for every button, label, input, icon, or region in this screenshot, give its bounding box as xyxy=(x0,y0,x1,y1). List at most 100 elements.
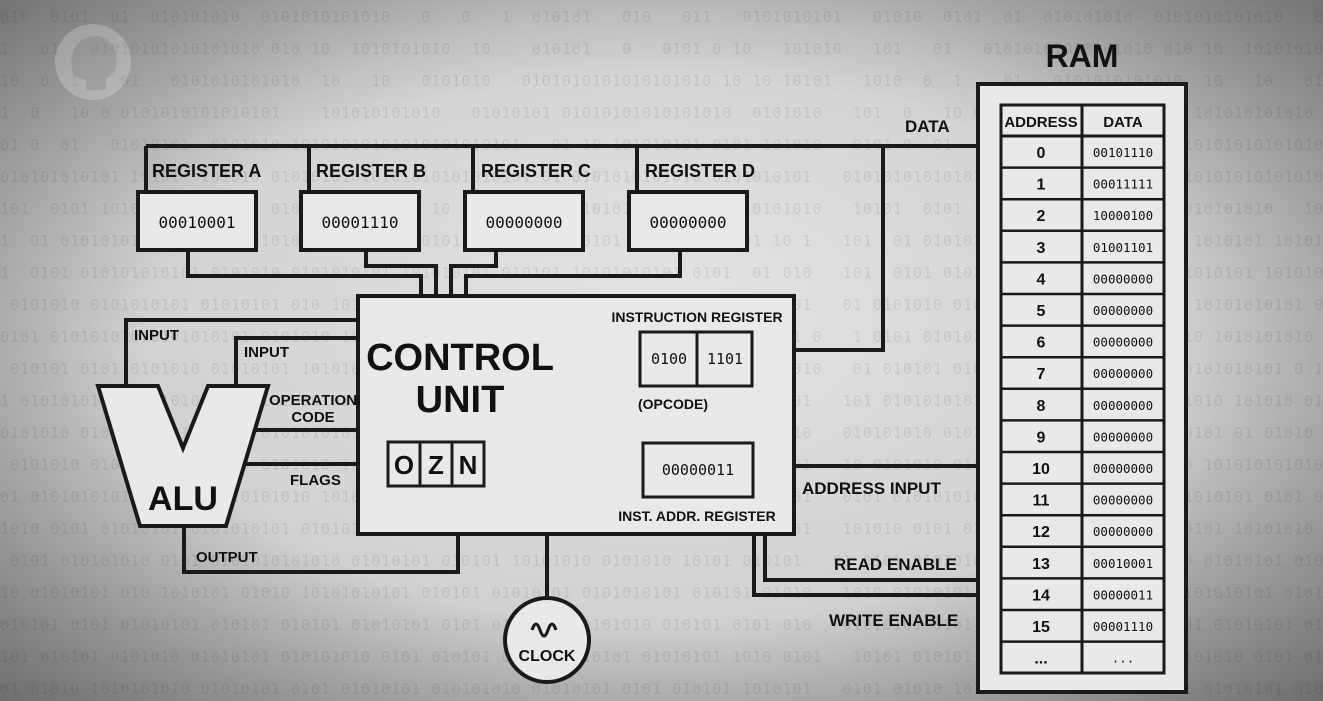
inst-addr-register-label: INST. ADDR. REGISTER xyxy=(618,508,775,524)
alu: ALU INPUT INPUT OPERATION CODE FLAGS OUT… xyxy=(95,327,357,566)
ram-row: 5 00000000 xyxy=(1001,292,1164,320)
alu-input1-wire xyxy=(124,318,358,386)
instruction-operand: 1101 xyxy=(707,350,743,368)
ram-address: 15 xyxy=(1032,619,1050,636)
alu-output-label: OUTPUT xyxy=(196,549,258,566)
register-d-label: REGISTER D xyxy=(645,161,755,181)
ram-address: 9 xyxy=(1037,429,1046,446)
ram-row: 2 10000100 xyxy=(1001,197,1164,225)
ram-address: 6 xyxy=(1037,335,1046,352)
read-enable-wire xyxy=(763,534,978,582)
ram-address: 4 xyxy=(1037,271,1046,288)
register-a: REGISTER A 00010001 xyxy=(136,161,261,252)
ram-address: 10 xyxy=(1032,461,1050,478)
ram-address: 2 xyxy=(1037,208,1046,225)
inst-addr-register-value: 00000011 xyxy=(662,461,734,479)
alu-input2-label: INPUT xyxy=(244,344,289,361)
clock: CLOCK xyxy=(503,596,591,684)
ram-row: 13 00010001 xyxy=(1001,545,1164,573)
ram-data: 01001101 xyxy=(1093,240,1153,255)
clock-label: CLOCK xyxy=(519,648,576,665)
ram-row: 1 00011111 xyxy=(1001,166,1164,194)
ram-address: 14 xyxy=(1032,587,1050,604)
ram-address: ... xyxy=(1034,651,1047,668)
wires xyxy=(124,144,978,598)
ram-row: 3 01001101 xyxy=(1001,229,1164,257)
operation-code-label-line1: OPERATION xyxy=(269,392,357,409)
ram-title: RAM xyxy=(1046,38,1119,74)
flag-zero: Z xyxy=(428,450,444,480)
ram-address: 8 xyxy=(1037,398,1046,415)
ram-row: 15 00001110 xyxy=(1001,608,1164,636)
write-enable-wire xyxy=(752,534,978,597)
ram-address-header: ADDRESS xyxy=(1004,114,1077,131)
register-c: REGISTER C 00000000 xyxy=(463,161,591,252)
ram-row: ...... xyxy=(1001,640,1164,668)
ram-data: 00011111 xyxy=(1093,177,1153,192)
register-d: REGISTER D 00000000 xyxy=(627,161,755,252)
ram-data: 00000000 xyxy=(1093,493,1153,508)
register-c-label: REGISTER C xyxy=(481,161,591,181)
ram-row: 6 00000000 xyxy=(1001,324,1164,352)
flag-overflow: O xyxy=(394,450,414,480)
ram-data: 00000000 xyxy=(1093,398,1153,413)
ram-data: 00000000 xyxy=(1093,524,1153,539)
register-b-value: 00001110 xyxy=(321,213,398,232)
ram-data: 00000011 xyxy=(1093,587,1153,602)
flag-negative: N xyxy=(459,450,478,480)
ram-data-header: DATA xyxy=(1103,114,1143,131)
instruction-opcode: 0100 xyxy=(651,350,687,368)
ram-row: 12 00000000 xyxy=(1001,513,1164,541)
ram-data: 00000000 xyxy=(1093,303,1153,318)
alu-label: ALU xyxy=(148,480,218,518)
instruction-register-label: INSTRUCTION REGISTER xyxy=(611,309,782,325)
ram-address: 13 xyxy=(1032,556,1050,573)
inst-addr-register: 00000011 INST. ADDR. REGISTER xyxy=(618,441,776,524)
opcode-caption: (OPCODE) xyxy=(638,396,708,412)
ram-address: 0 xyxy=(1037,145,1046,162)
ram-data: 00000000 xyxy=(1093,429,1153,444)
ram-row: 0 00101110 xyxy=(1037,145,1154,162)
address-input-label: ADDRESS INPUT xyxy=(802,479,941,498)
ram-data: 00101110 xyxy=(1093,145,1153,160)
register-a-value: 00010001 xyxy=(158,213,235,232)
register-b: REGISTER B 00001110 xyxy=(299,161,426,252)
data-bus-to-control-wire xyxy=(795,146,885,352)
control-unit-title-line1: CONTROL xyxy=(366,337,554,379)
ram-row: 9 00000000 xyxy=(1001,419,1164,446)
ram-row: 10 00000000 xyxy=(1001,450,1164,478)
control-unit: CONTROL UNIT O Z N INSTRUCTION REGISTER … xyxy=(356,294,796,536)
ram-data: 00000000 xyxy=(1093,335,1153,350)
alu-input2-wire xyxy=(234,336,358,386)
alu-output-wire xyxy=(182,525,460,574)
instruction-register: INSTRUCTION REGISTER 0100 1101 (OPCODE) xyxy=(611,309,782,412)
ram-data: 00010001 xyxy=(1093,556,1153,571)
ram-address: 3 xyxy=(1037,240,1046,257)
ram-data: ... xyxy=(1112,651,1135,666)
register-b-label: REGISTER B xyxy=(316,161,426,181)
operation-code-label-line2: CODE xyxy=(291,409,334,426)
ram-address: 12 xyxy=(1032,524,1050,541)
ram-address: 7 xyxy=(1037,366,1046,383)
ram-data: 00000000 xyxy=(1093,366,1153,381)
data-label: DATA xyxy=(905,117,950,136)
ram-address: 5 xyxy=(1037,303,1046,320)
write-enable-label: WRITE ENABLE xyxy=(829,611,958,630)
alu-input1-label: INPUT xyxy=(134,327,179,344)
control-unit-title-line2: UNIT xyxy=(416,379,505,421)
ram-data: 00000000 xyxy=(1093,271,1153,286)
watermark-logo xyxy=(55,24,131,100)
read-enable-label: READ ENABLE xyxy=(834,555,957,574)
register-d-value: 00000000 xyxy=(649,213,726,232)
ram-row: 8 00000000 xyxy=(1001,387,1164,415)
ram-row: 7 00000000 xyxy=(1001,355,1164,383)
flags-register: O Z N xyxy=(386,440,486,488)
ram-data: 00001110 xyxy=(1093,619,1153,634)
ram-address: 1 xyxy=(1037,177,1046,194)
register-a-label: REGISTER A xyxy=(152,161,261,181)
ram-data: 10000100 xyxy=(1093,208,1153,223)
ram-data: 00000000 xyxy=(1093,461,1153,476)
